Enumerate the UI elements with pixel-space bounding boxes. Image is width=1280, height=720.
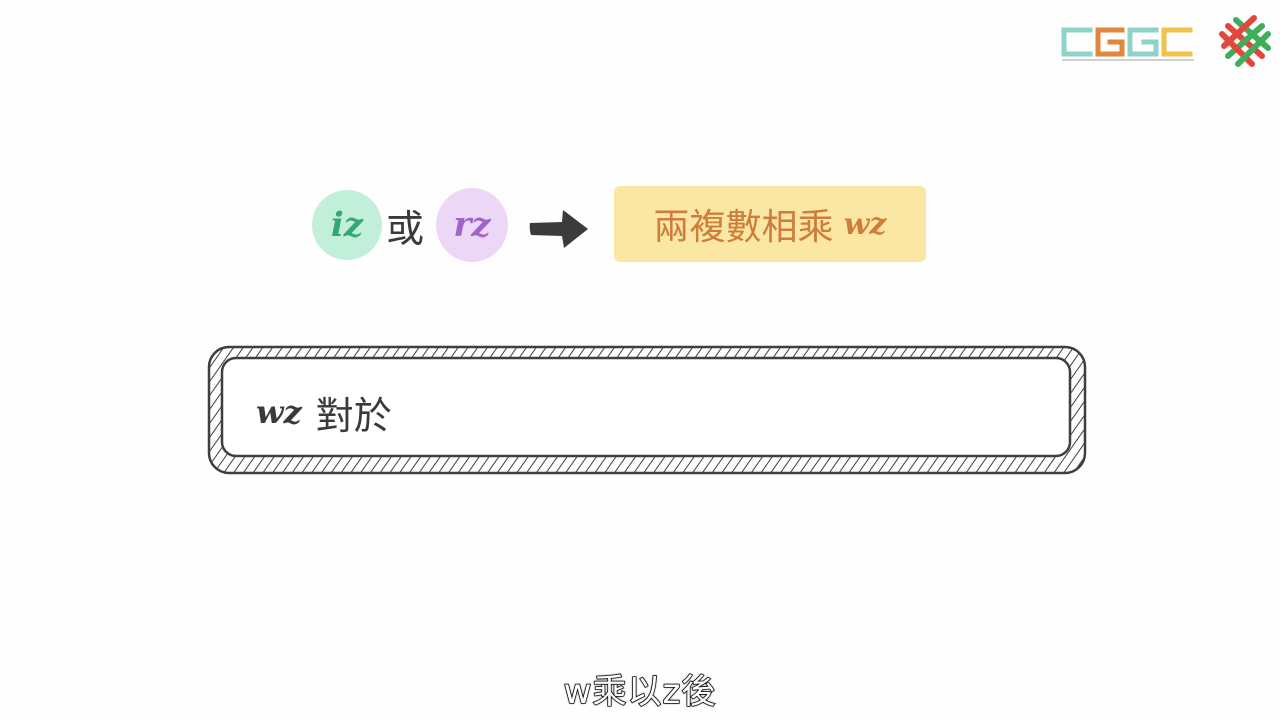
frame-text: wz 對於 (256, 386, 392, 438)
frame-math: wz (256, 393, 302, 431)
iz-term: iz (330, 205, 364, 245)
cogc-logo-icon (1061, 27, 1194, 61)
knot-logo-icon (1219, 15, 1271, 67)
product-result-box: 兩複數相乘 wz (614, 186, 926, 262)
iz-bubble: iz (312, 190, 382, 260)
rz-term: rz (453, 205, 491, 245)
result-label: 兩複數相乘 (653, 207, 834, 248)
frame-label: 對於 (315, 393, 392, 438)
hatched-frame (207, 345, 1087, 475)
subtitle-caption: w乘以z後 (563, 671, 717, 713)
rz-bubble: rz (436, 188, 508, 262)
or-connector: 或 (386, 207, 425, 251)
result-math: wz (843, 206, 887, 242)
right-arrow-icon (529, 210, 588, 248)
